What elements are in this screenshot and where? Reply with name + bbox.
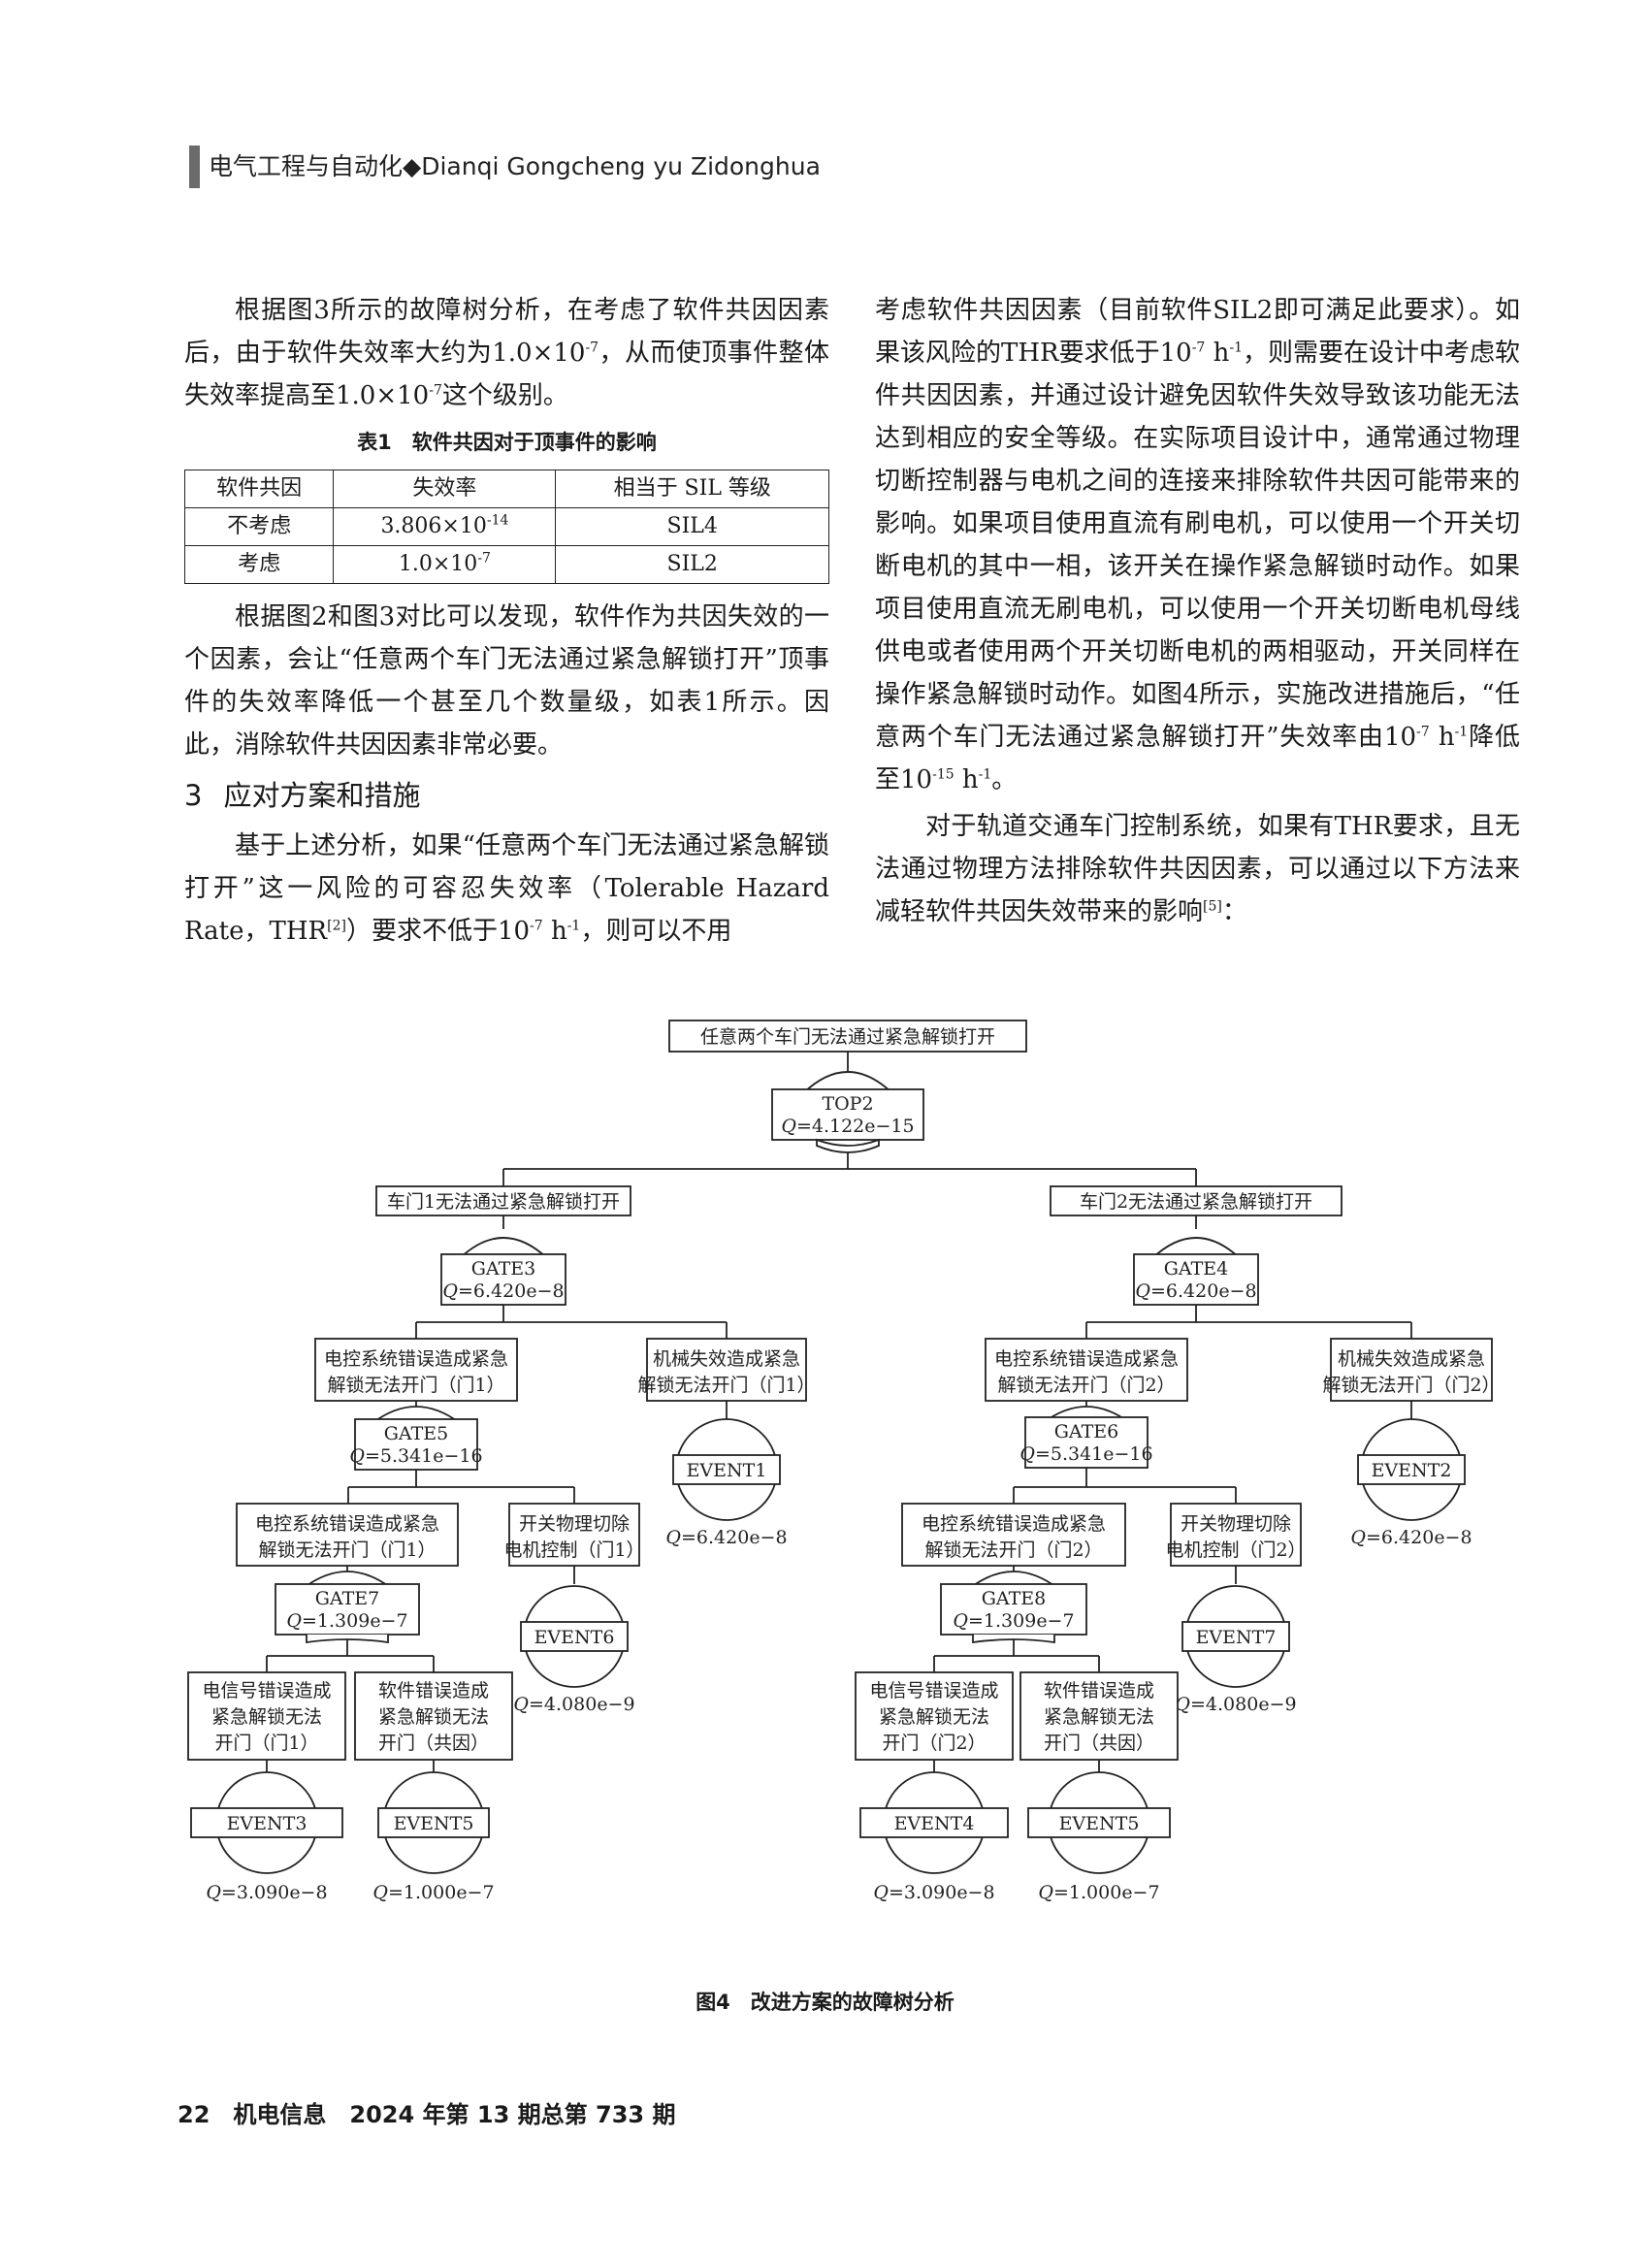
svg-text:软件错误造成: 软件错误造成 — [378, 1680, 489, 1701]
svg-text:解锁无法开门（门2）: 解锁无法开门（门2） — [997, 1375, 1175, 1396]
table-header: 失效率 — [333, 470, 557, 508]
gate-box — [354, 1418, 478, 1471]
svg-text:紧急解锁无法: 紧急解锁无法 — [879, 1706, 989, 1728]
svg-text:Q=1.309e−7: Q=1.309e−7 — [286, 1610, 407, 1632]
svg-text:Q=3.090e−8: Q=3.090e−8 — [206, 1882, 327, 1903]
svg-text:软件错误造成: 软件错误造成 — [1044, 1680, 1154, 1701]
right-column: 考虑软件共因因素（目前软件SIL2即可满足此要求）。如果该风险的THR要求低于1… — [875, 289, 1520, 933]
running-header: 电气工程与自动化◆Dianqi Gongcheng yu Zidonghua — [209, 152, 821, 180]
left-column: 根据图3所示的故障树分析，在考虑了软件共因因素后，由于软件失效率大约为1.0×1… — [183, 289, 829, 953]
svg-text:电控系统错误造成紧急: 电控系统错误造成紧急 — [255, 1513, 439, 1535]
paragraph: 根据图2和图3对比可以发现，软件作为共因失效的一个因素，会让“任意两个车门无法通… — [184, 602, 829, 760]
door2-event-box — [1050, 1185, 1343, 1216]
fault-tree-figure: 任意两个车门无法通过紧急解锁打开 TOP2 Q=4.122e−15 车门1无法通… — [175, 1014, 1542, 1988]
gate-box — [275, 1583, 420, 1636]
svg-text:电控系统错误造成紧急: 电控系统错误造成紧急 — [994, 1348, 1179, 1370]
svg-text:解锁无法开门（门1）: 解锁无法开门（门1） — [258, 1539, 436, 1561]
svg-text:解锁无法开门（门2）: 解锁无法开门（门2） — [1322, 1375, 1500, 1396]
gate-q: Q=4.122e−15 — [781, 1116, 914, 1137]
svg-text:电控系统错误造成紧急: 电控系统错误造成紧急 — [922, 1513, 1106, 1535]
svg-text:Q=1.000e−7: Q=1.000e−7 — [372, 1882, 494, 1903]
table-row: 不考虑 3.806×10-14 SIL4 — [183, 507, 829, 546]
svg-text:机械失效造成紧急: 机械失效造成紧急 — [653, 1348, 800, 1370]
gate-label: TOP2 — [822, 1093, 873, 1115]
svg-text:Q=1.309e−7: Q=1.309e−7 — [953, 1610, 1074, 1632]
svg-text:机械失效造成紧急: 机械失效造成紧急 — [1338, 1348, 1485, 1370]
svg-text:EVENT5: EVENT5 — [394, 1813, 474, 1834]
svg-text:开关物理切除: 开关物理切除 — [519, 1513, 630, 1535]
svg-text:Q=5.341e−16: Q=5.341e−16 — [1019, 1443, 1152, 1465]
svg-text:开门（门1）: 开门（门1） — [214, 1733, 318, 1754]
svg-text:GATE5: GATE5 — [384, 1423, 449, 1444]
svg-text:开门（共因）: 开门（共因） — [378, 1733, 489, 1754]
paragraph: 根据图3所示的故障树分析，在考虑了软件共因因素后，由于软件失效率大约为1.0×1… — [184, 296, 829, 410]
table-header: 相当于 SIL 等级 — [555, 470, 829, 508]
page-footer: 22 机电信息 2024 年第 13 期总第 733 期 — [178, 2101, 676, 2128]
gate-box — [1024, 1416, 1149, 1469]
table-1: 软件共因 失效率 相当于 SIL 等级 不考虑 3.806×10-14 SIL4… — [183, 470, 829, 584]
svg-text:EVENT1: EVENT1 — [687, 1460, 767, 1481]
svg-text:电机控制（门1）: 电机控制（门1） — [503, 1539, 644, 1561]
svg-text:电信号错误造成: 电信号错误造成 — [202, 1680, 331, 1701]
svg-text:车门2无法通过紧急解锁打开: 车门2无法通过紧急解锁打开 — [1080, 1191, 1312, 1213]
svg-text:开关物理切除: 开关物理切除 — [1181, 1513, 1291, 1535]
svg-text:GATE4: GATE4 — [1164, 1258, 1229, 1280]
svg-text:GATE8: GATE8 — [982, 1588, 1047, 1609]
svg-text:Q=4.080e−9: Q=4.080e−9 — [1175, 1694, 1296, 1715]
table-row: 考虑 1.0×10-7 SIL2 — [183, 545, 829, 584]
svg-text:Q=6.420e−8: Q=6.420e−8 — [1135, 1280, 1256, 1302]
svg-text:Q=4.080e−9: Q=4.080e−9 — [513, 1694, 634, 1715]
svg-text:解锁无法开门（门2）: 解锁无法开门（门2） — [924, 1539, 1102, 1561]
svg-text:EVENT7: EVENT7 — [1196, 1627, 1277, 1648]
svg-text:Q=1.000e−7: Q=1.000e−7 — [1038, 1882, 1159, 1903]
table-header: 软件共因 — [183, 470, 335, 508]
paragraph: 考虑软件共因因素（目前软件SIL2即可满足此要求）。如果该风险的THR要求低于1… — [875, 296, 1520, 794]
svg-text:Q=3.090e−8: Q=3.090e−8 — [873, 1882, 994, 1903]
door1-event-box — [375, 1185, 631, 1216]
or-gate-icon — [1151, 1237, 1241, 1259]
svg-text:解锁无法开门（门1）: 解锁无法开门（门1） — [327, 1375, 504, 1396]
svg-text:电机控制（门2）: 电机控制（门2） — [1165, 1539, 1306, 1561]
svg-text:开门（门2）: 开门（门2） — [882, 1733, 986, 1754]
svg-text:开门（共因）: 开门（共因） — [1044, 1733, 1154, 1754]
paragraph: 基于上述分析，如果“任意两个车门无法通过紧急解锁打开”这一风险的可容忍失效率（T… — [184, 831, 829, 946]
svg-text:电控系统错误造成紧急: 电控系统错误造成紧急 — [324, 1348, 508, 1370]
gate-box — [1133, 1253, 1259, 1306]
svg-text:紧急解锁无法: 紧急解锁无法 — [211, 1706, 322, 1728]
or-gate-icon — [802, 1071, 893, 1094]
paragraph: 对于轨道交通车门控制系统，如果有THR要求，且无法通过物理方法排除软件共因因素，… — [875, 812, 1520, 926]
svg-text:Q=5.341e−16: Q=5.341e−16 — [349, 1445, 482, 1467]
svg-text:电信号错误造成: 电信号错误造成 — [869, 1680, 998, 1701]
svg-text:解锁无法开门（门1）: 解锁无法开门（门1） — [637, 1375, 815, 1396]
top-event-box — [668, 1020, 1027, 1053]
svg-text:Q=6.420e−8: Q=6.420e−8 — [1350, 1527, 1472, 1548]
svg-text:GATE3: GATE3 — [471, 1258, 536, 1280]
or-gate-icon — [459, 1237, 548, 1259]
svg-text:GATE7: GATE7 — [315, 1588, 380, 1609]
svg-text:Q=6.420e−8: Q=6.420e−8 — [665, 1527, 787, 1548]
svg-text:紧急解锁无法: 紧急解锁无法 — [1044, 1706, 1154, 1728]
figure-caption: 图4 改进方案的故障树分析 — [696, 1991, 954, 2014]
svg-text:EVENT5: EVENT5 — [1059, 1813, 1140, 1834]
gate-box — [771, 1088, 924, 1141]
svg-text:Q=6.420e−8: Q=6.420e−8 — [442, 1280, 564, 1302]
svg-text:GATE6: GATE6 — [1054, 1421, 1119, 1442]
svg-text:EVENT4: EVENT4 — [894, 1813, 975, 1834]
svg-text:EVENT3: EVENT3 — [227, 1813, 307, 1834]
svg-text:车门1无法通过紧急解锁打开: 车门1无法通过紧急解锁打开 — [387, 1191, 620, 1213]
svg-text:紧急解锁无法: 紧急解锁无法 — [378, 1706, 489, 1728]
svg-text:EVENT2: EVENT2 — [1372, 1460, 1452, 1481]
top-event-label: 任意两个车门无法通过紧急解锁打开 — [700, 1026, 995, 1048]
table-caption: 表1 软件共因对于顶事件的影响 — [357, 431, 657, 454]
header-bar — [189, 146, 200, 188]
svg-text:EVENT6: EVENT6 — [534, 1627, 615, 1648]
gate-box — [440, 1253, 566, 1306]
